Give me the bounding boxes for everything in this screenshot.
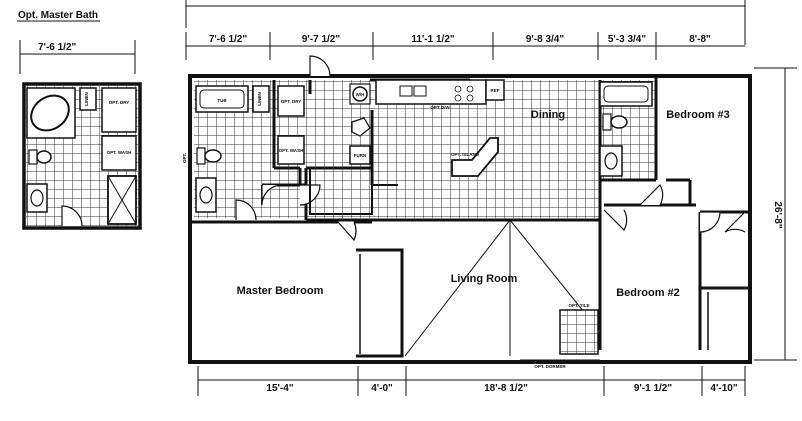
top-dim-6: 8'-8" — [689, 34, 711, 45]
sink-icon — [195, 177, 217, 213]
opt-bath-dryer-space — [101, 87, 137, 133]
opt-tile-label: OPT. TILE — [568, 303, 589, 308]
room-dining: Dining — [531, 109, 565, 121]
opt-bath-walls — [22, 82, 142, 230]
opt-bath-title: Opt. Master Bath — [18, 10, 98, 21]
top-dim-1: 7'-6 1/2" — [209, 34, 248, 45]
bath-2-sink-icon — [599, 145, 623, 177]
toilet-icon — [196, 147, 222, 165]
opt-tile-hearth: OPT. TILE — [559, 303, 599, 355]
room-bedroom-2: Bedroom #2 — [616, 287, 680, 299]
furnace-icon: FURN — [349, 145, 371, 165]
opt-wall-label: OPT. — [182, 153, 187, 163]
opt-dryer-label: OPT. DRY — [281, 99, 302, 104]
refrigerator-icon: REF — [485, 79, 505, 101]
bath-2-toilet-icon — [602, 113, 628, 131]
opt-dw-label: OPT D/W — [430, 105, 450, 110]
bath-2-tub-icon — [599, 81, 653, 107]
bottom-dim-3: 18'-8 1/2" — [484, 383, 528, 394]
opt-bath-door-swing — [61, 205, 83, 227]
opt-bath-washer-space — [101, 135, 137, 171]
bottom-dim-5: 4'-10" — [710, 383, 737, 394]
furnace-label: FURN — [354, 153, 367, 158]
linen-label: LINEN — [257, 92, 262, 106]
toilet-icon — [28, 149, 52, 165]
top-dim-5: 5'-3 3/4" — [608, 34, 647, 45]
kitchen-counter: OPT D/W — [375, 79, 487, 110]
tub-icon: TUB — [195, 85, 249, 113]
opt-bath-width: 7'-6 1/2" — [38, 42, 77, 53]
opt-washer-space: OPT. WASH — [277, 135, 305, 165]
linen-closet: LINEN — [252, 85, 270, 113]
water-heater-icon: W/H — [349, 83, 371, 105]
hall-walls — [309, 168, 398, 215]
sink-icon — [26, 183, 48, 213]
room-master-bedroom: Master Bedroom — [237, 285, 324, 297]
bottom-dim-1: 15'-4" — [266, 383, 293, 394]
bottom-dim-4: 9'-1 1/2" — [634, 383, 673, 394]
side-dim: 26'-8" — [772, 201, 783, 228]
opt-island-label: OPT. ISLAND — [451, 152, 480, 157]
opt-bath-dryer-label: OPT. DRY — [109, 100, 130, 105]
opt-island: OPT. ISLAND — [451, 137, 499, 177]
water-heater-label: W/H — [356, 92, 365, 97]
top-dim-4: 9'-8 3/4" — [526, 34, 565, 45]
bottom-dim-2: 4'-0" — [371, 383, 393, 394]
opt-bath-width-dimension: 7'-6 1/2" — [19, 40, 136, 74]
opt-washer-label: OPT. WASH — [279, 148, 304, 153]
opt-dormer: OPT. DORMER — [520, 359, 600, 369]
opt-dormer-label: OPT. DORMER — [534, 364, 566, 369]
opt-bath-linen-closet — [79, 87, 97, 111]
opt-master-bath-inset: Opt. Master Bath 7'-6 1/2" LINEN OPT. DR… — [17, 10, 142, 230]
shower-icon — [107, 175, 137, 225]
opt-wall-marker: OPT. — [182, 153, 187, 163]
oval-tub-icon — [26, 87, 76, 139]
ref-label: REF — [491, 88, 500, 93]
bottom-dimension-line: 15'-4" 4'-0" 18'-8 1/2" 9'-1 1/2" 4'-10" — [197, 366, 746, 396]
utility-sink-icon — [351, 117, 371, 137]
exterior-walls — [188, 74, 752, 364]
opt-bath-washer-label: OPT. WASH — [107, 150, 132, 155]
top-dimension-line: 7'-6 1/2" 9'-7 1/2" 11'-1 1/2" 9'-8 3/4"… — [185, 0, 746, 60]
top-dim-2: 9'-7 1/2" — [302, 34, 341, 45]
top-dim-3: 11'-1 1/2" — [411, 34, 455, 45]
opt-bath-linen-label: LINEN — [84, 92, 89, 106]
opt-dryer-space: OPT. DRY — [277, 85, 305, 117]
room-bedroom-3: Bedroom #3 — [666, 109, 730, 121]
room-living-room: Living Room — [451, 273, 518, 285]
side-dimension-line: 26'-8" — [754, 67, 797, 361]
tub-label: TUB — [217, 98, 227, 103]
